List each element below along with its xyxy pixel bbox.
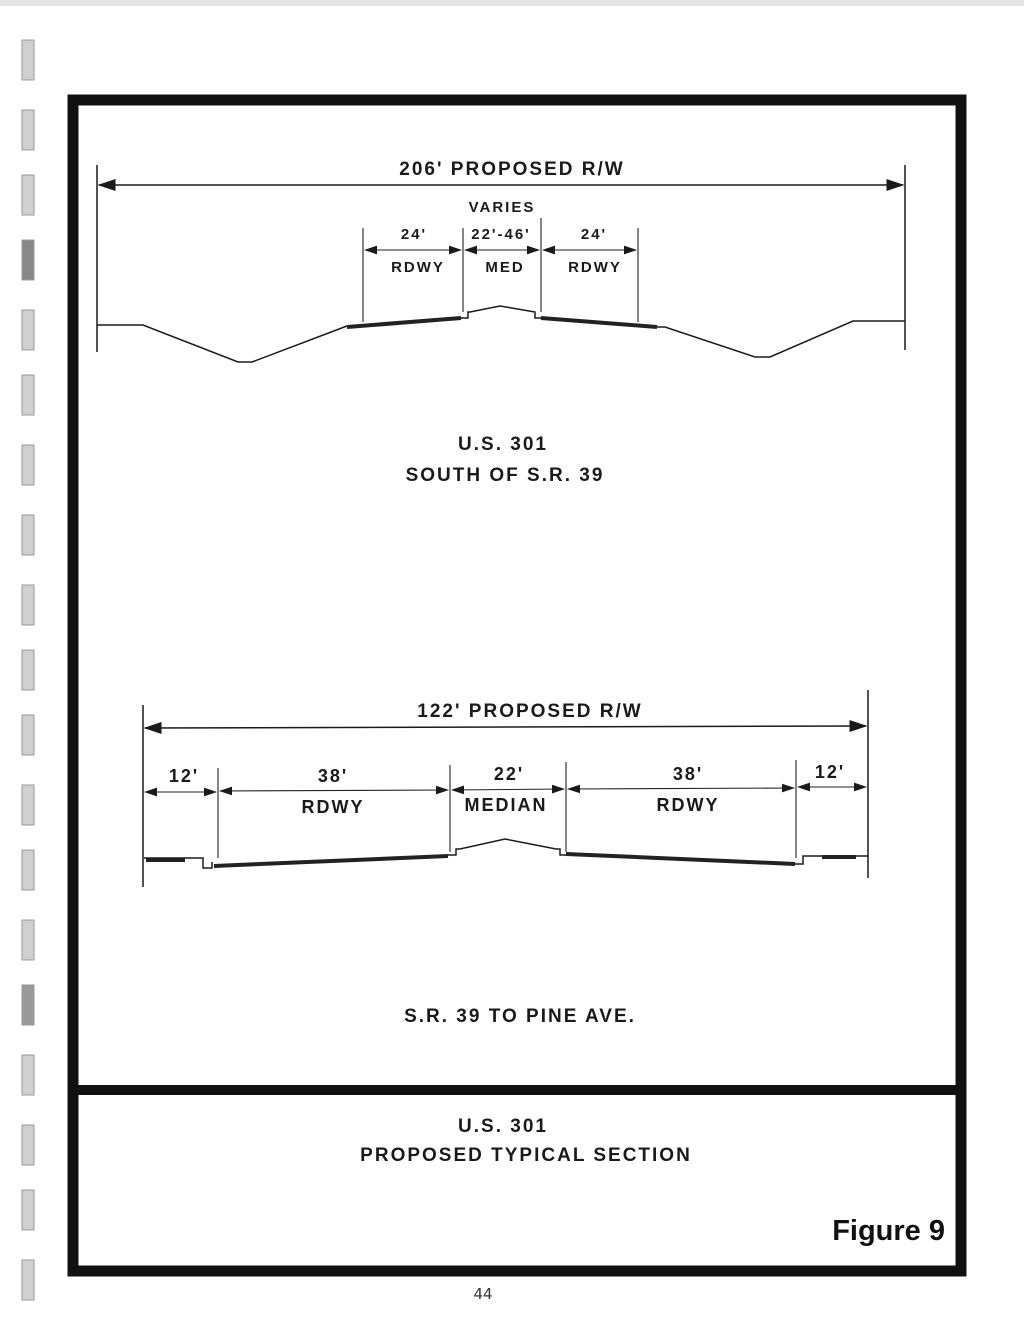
dim-right-roadway: 38'	[673, 764, 703, 784]
caption-line2: SOUTH OF S.R. 39	[406, 465, 605, 486]
label-left-roadway: RDWY	[302, 797, 365, 817]
ground-profile	[97, 324, 348, 363]
varies-label: VARIES	[469, 199, 536, 216]
caption-line1: U.S. 301	[458, 434, 548, 455]
title-line2: PROPOSED TYPICAL SECTION	[360, 1145, 692, 1166]
dim-median: 22'-46'	[471, 226, 531, 243]
binding-holes	[21, 39, 35, 1301]
dim-right-roadway: 24'	[581, 226, 607, 243]
figure-frame	[67, 94, 967, 1277]
bottom-section-diagram: 122' PROPOSED R/W 12' 38' 22' 38' 12' RD…	[142, 690, 869, 1027]
row-label: 206' PROPOSED R/W	[399, 159, 624, 180]
title-block: U.S. 301 PROPOSED TYPICAL SECTION Figure…	[360, 1116, 945, 1247]
title-line1: U.S. 301	[458, 1116, 548, 1137]
label-right-roadway: RDWY	[657, 795, 720, 815]
row-dimension-line	[143, 720, 868, 734]
pavement-right	[540, 316, 658, 329]
caption: S.R. 39 TO PINE AVE.	[404, 1006, 636, 1027]
pavement-left	[213, 854, 449, 868]
scan-edge	[0, 0, 1024, 6]
dim-median: 22'	[494, 764, 524, 784]
pavement-left	[346, 316, 462, 329]
label-right-roadway: RDWY	[568, 259, 622, 276]
row-label: 122' PROPOSED R/W	[417, 701, 642, 722]
label-left-roadway: RDWY	[391, 259, 445, 276]
figure-label: Figure 9	[832, 1215, 945, 1247]
label-median: MEDIAN	[465, 795, 548, 815]
label-median: MED	[485, 259, 524, 276]
top-section-diagram: 206' PROPOSED R/W VARIES 24' 22'-46' 24'…	[96, 159, 906, 486]
dim-left-roadway: 38'	[318, 766, 348, 786]
page-number: 44	[473, 1285, 492, 1303]
pavement-right	[565, 852, 796, 866]
dim-left-roadway: 24'	[401, 226, 427, 243]
dim-right-shoulder: 12'	[815, 762, 845, 782]
dim-left-shoulder: 12'	[169, 766, 199, 786]
